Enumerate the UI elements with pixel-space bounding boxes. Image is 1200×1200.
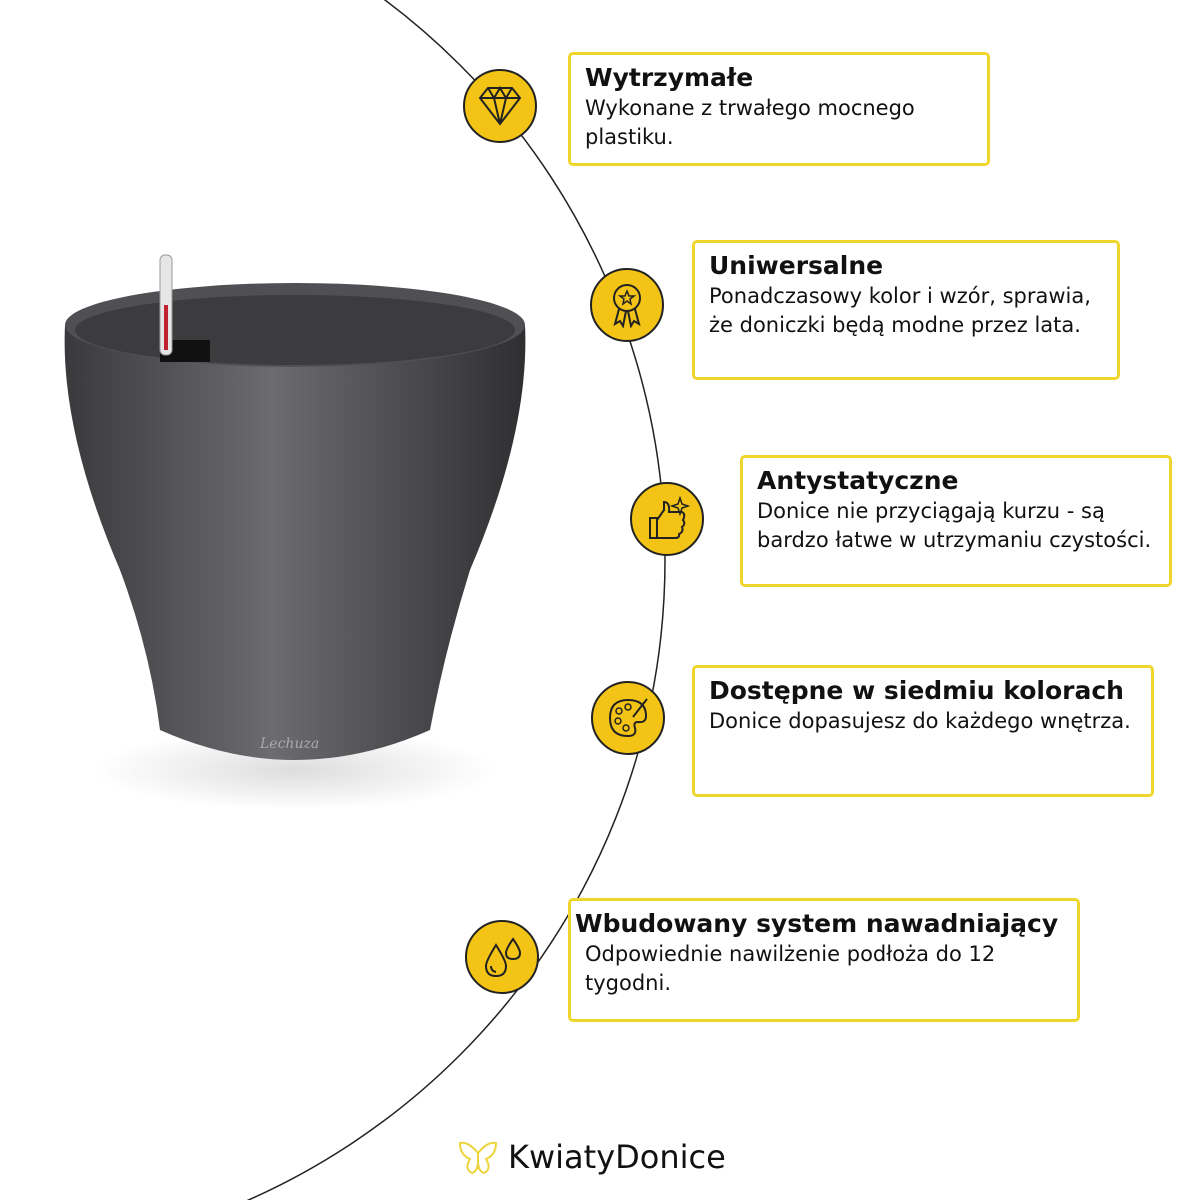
diamond-icon	[463, 69, 537, 143]
brand-name: KwiatyDonice	[508, 1138, 726, 1176]
feature-title: Wytrzymałe	[585, 63, 754, 92]
pot-logo: Lechuza	[259, 736, 319, 752]
feature-title: Uniwersalne	[709, 251, 884, 280]
butterfly-logo-icon	[458, 1141, 498, 1175]
brand-logo: KwiatyDonice	[458, 1138, 726, 1176]
award-medal-icon	[590, 268, 664, 342]
feature-text: Donice dopasujesz do każdego wnętrza.	[709, 709, 1131, 733]
water-drops-icon	[465, 920, 539, 994]
feature-text: Ponadczasowy kolor i wzór, sprawia, że d…	[709, 284, 1091, 337]
feature-title: Dostępne w siedmiu kolorach	[709, 676, 1124, 705]
thumbs-up-sparkle-icon	[630, 482, 704, 556]
feature-text: Wykonane z trwałego mocnego plastiku.	[585, 96, 915, 149]
feature-title: Antystatyczne	[757, 466, 959, 495]
palette-icon	[591, 681, 665, 755]
feature-text: Donice nie przyciągają kurzu - są bardzo…	[757, 499, 1152, 552]
planter-image: Lechuza	[64, 254, 526, 810]
feature-text: Odpowiednie nawilżenie podłoża do 12 tyg…	[585, 942, 996, 995]
feature-title: Wbudowany system nawadniający	[575, 909, 1059, 938]
